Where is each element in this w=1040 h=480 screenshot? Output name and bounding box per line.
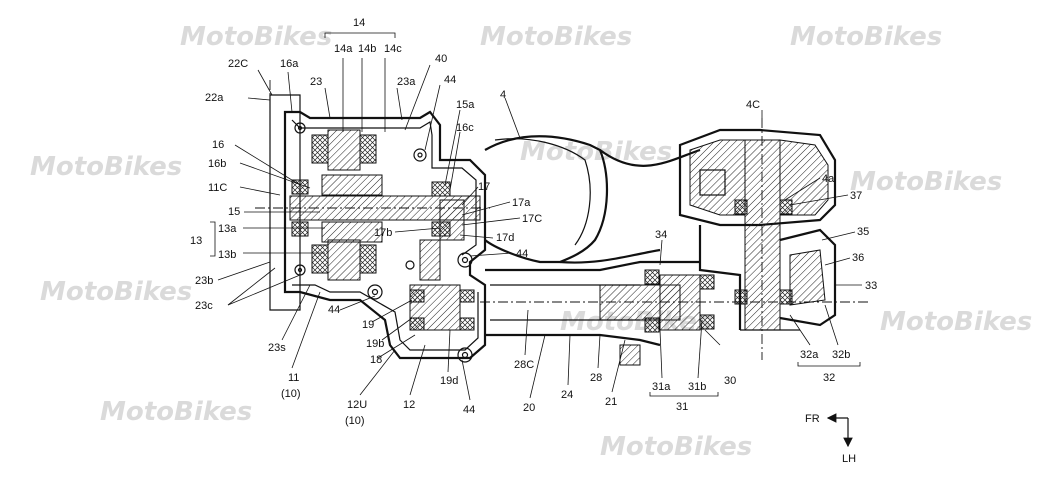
label-13a: 13a	[218, 223, 237, 235]
label-37: 37	[850, 190, 862, 202]
label-12: 12	[403, 399, 415, 411]
label-32b: 32b	[832, 349, 850, 361]
label-17C: 17C	[522, 213, 542, 225]
final-drive	[678, 118, 837, 360]
label-10: (10)	[345, 415, 365, 427]
label-28: 28	[590, 372, 602, 384]
label-20: 20	[523, 402, 535, 414]
watermark: MotoBikes	[40, 277, 192, 307]
label-31b: 31b	[688, 381, 706, 393]
label-13b: 13b	[218, 249, 236, 261]
watermark: MotoBikes	[880, 307, 1032, 337]
label-11: 11	[288, 372, 299, 384]
label-14: 14	[353, 17, 365, 29]
label-40: 40	[435, 53, 447, 65]
label-34: 34	[655, 229, 667, 241]
label-33: 33	[865, 280, 877, 292]
label-17b: 17b	[374, 227, 392, 239]
label-18: 18	[370, 354, 382, 366]
label-14a: 14a	[334, 43, 353, 55]
drive-shaft	[480, 260, 870, 366]
watermark: MotoBikes	[30, 152, 182, 182]
label-23b: 23b	[195, 275, 213, 287]
watermark: MotoBikes	[850, 167, 1002, 197]
label-23: 23	[310, 76, 322, 88]
watermark: MotoBikes	[100, 397, 252, 427]
label-15: 15	[228, 206, 240, 218]
label-17a: 17a	[512, 197, 531, 209]
label-10: (10)	[281, 388, 301, 400]
label-44: 44	[444, 74, 456, 86]
label-14c: 14c	[384, 43, 402, 55]
label-24: 24	[561, 389, 573, 401]
label-32a: 32a	[800, 349, 819, 361]
direction-fr-label: FR	[805, 413, 820, 425]
label-22a: 22a	[205, 92, 224, 104]
motor-housing	[255, 80, 490, 363]
watermark-layer: MotoBikes MotoBikes MotoBikes MotoBikes …	[30, 22, 1032, 462]
label-19: 19	[362, 319, 374, 331]
part-labels: 14 14a 14b 14c 40 44 22C 16a 23 23a 22a …	[190, 17, 877, 465]
label-4a: 4a	[822, 173, 835, 185]
label-44: 44	[463, 404, 475, 416]
label-31: 31	[676, 401, 688, 413]
label-22C: 22C	[228, 58, 248, 70]
label-17d: 17d	[496, 232, 514, 244]
label-12U: 12U	[347, 399, 367, 411]
watermark: MotoBikes	[600, 432, 752, 462]
label-16: 16	[212, 139, 224, 151]
leader-lines	[210, 32, 862, 448]
label-44: 44	[516, 248, 528, 260]
label-31a: 31a	[652, 381, 671, 393]
label-35: 35	[857, 226, 869, 238]
label-15a: 15a	[456, 99, 475, 111]
label-23s: 23s	[268, 342, 286, 354]
label-36: 36	[852, 252, 864, 264]
label-32: 32	[823, 372, 835, 384]
label-11C: 11C	[208, 182, 227, 194]
label-4C: 4C	[746, 99, 760, 111]
direction-lh-label: LH	[842, 453, 856, 465]
label-19b: 19b	[366, 338, 384, 350]
label-19d: 19d	[440, 375, 458, 387]
watermark: MotoBikes	[790, 22, 942, 52]
watermark: MotoBikes	[480, 22, 632, 52]
label-16b: 16b	[208, 158, 226, 170]
watermark: MotoBikes	[180, 22, 332, 52]
label-13: 13	[190, 235, 202, 247]
label-21: 21	[605, 396, 617, 408]
label-30: 30	[724, 375, 736, 387]
label-44: 44	[328, 304, 340, 316]
label-4: 4	[500, 89, 506, 101]
label-23a: 23a	[397, 76, 416, 88]
label-28C: 28C	[514, 359, 534, 371]
label-16c: 16c	[456, 122, 474, 134]
label-17: 17	[478, 181, 490, 193]
label-23c: 23c	[195, 300, 213, 312]
label-16a: 16a	[280, 58, 299, 70]
label-14b: 14b	[358, 43, 376, 55]
